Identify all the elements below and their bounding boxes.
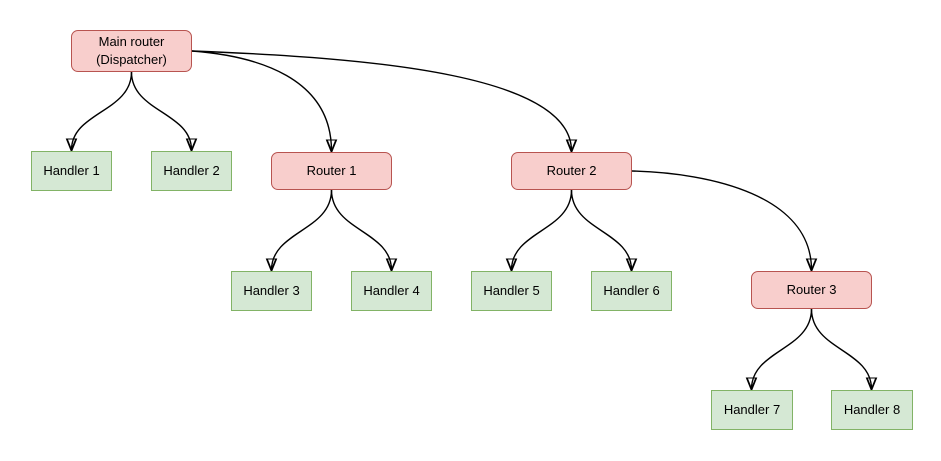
node-label: Handler 2: [163, 163, 220, 178]
edge-main-to-router2: [191, 50, 572, 151]
edge-router2-to-handler5: [512, 189, 573, 270]
node-router-1: Router 1: [271, 152, 392, 190]
edge-router1-to-handler4: [330, 189, 392, 270]
node-handler-4: Handler 4: [351, 271, 432, 311]
node-router-3: Router 3: [751, 271, 872, 309]
node-handler-3: Handler 3: [231, 271, 312, 311]
node-router-2: Router 2: [511, 152, 632, 190]
node-label: Handler 6: [603, 283, 660, 298]
edge-router3-to-handler7: [752, 308, 813, 389]
edge-router3-to-handler8: [810, 308, 872, 389]
node-main-router: Main router (Dispatcher): [71, 30, 192, 72]
node-label: Router 2: [546, 163, 597, 178]
edge-router2-to-handler6: [570, 189, 632, 270]
edge-router1-to-handler3: [272, 189, 333, 270]
node-label: Main router: [98, 34, 165, 49]
edge-router2-to-router3: [631, 170, 812, 270]
node-label: Handler 3: [243, 283, 300, 298]
node-label: Handler 4: [363, 283, 420, 298]
edge-main-to-handler1: [72, 71, 133, 150]
node-label: Handler 8: [843, 402, 901, 417]
node-handler-8: Handler 8: [831, 390, 913, 430]
node-label: Handler 7: [723, 402, 781, 417]
node-label: Handler 5: [483, 283, 540, 298]
node-handler-5: Handler 5: [471, 271, 552, 311]
edge-main-to-handler2: [130, 71, 192, 150]
node-label: Router 3: [786, 282, 837, 297]
node-handler-2: Handler 2: [151, 151, 232, 191]
node-label: Router 1: [306, 163, 357, 178]
node-label: Handler 1: [43, 163, 100, 178]
node-label: (Dispatcher): [96, 52, 167, 67]
node-handler-6: Handler 6: [591, 271, 672, 311]
node-handler-7: Handler 7: [711, 390, 793, 430]
node-handler-1: Handler 1: [31, 151, 112, 191]
edge-main-to-router1: [191, 50, 332, 151]
